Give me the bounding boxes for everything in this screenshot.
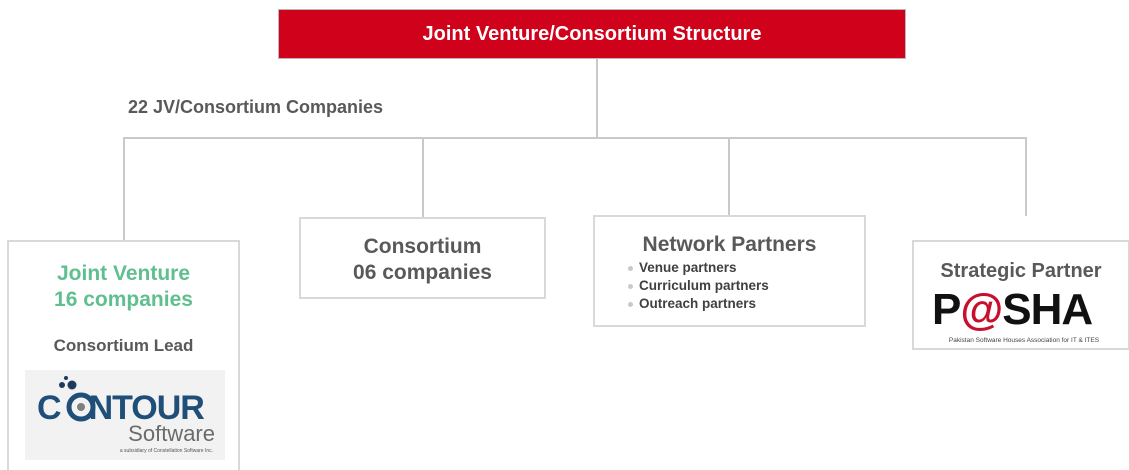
contour-logo-software: Software [128, 421, 215, 446]
contour-software-logo: C NTOUR Software a subsidiary of Constell… [25, 370, 225, 460]
pasha-logo-sha: SHA [1002, 285, 1093, 334]
consortium-title: Consortium [363, 235, 482, 258]
connector-strategic [1025, 137, 1027, 216]
strategic-partner-box: Strategic Partner P@SHA Pakistan Softwar… [912, 240, 1129, 350]
consortium-count: 06 companies [353, 261, 492, 284]
jv-count: 16 companies [54, 288, 193, 311]
pasha-logo-tagline: Pakistan Software Houses Association for… [948, 337, 1100, 344]
contour-logo-tagline: a subsidiary of Constellation Software I… [119, 448, 213, 454]
strategic-title: Strategic Partner [940, 260, 1102, 282]
structure-title-text: Joint Venture/Consortium Structure [422, 22, 762, 45]
network-title: Network Partners [642, 233, 817, 256]
pasha-logo-p: P [932, 285, 961, 334]
connector-jv [123, 137, 125, 241]
pasha-logo: P@SHA Pakistan Software Houses Associati… [928, 286, 1120, 346]
connector-network [728, 137, 730, 216]
contour-logo-ntour: NTOUR [88, 389, 205, 427]
structure-title: Joint Venture/Consortium Structure [278, 9, 906, 59]
network-item-outreach: Outreach partners [595, 295, 864, 313]
network-partners-box: Network Partners Venue partners Curricul… [593, 215, 866, 327]
network-item-venue: Venue partners [595, 259, 864, 277]
connector-trunk [596, 59, 598, 138]
contour-logo-c: C [37, 389, 62, 427]
network-item-curriculum: Curriculum partners [595, 277, 864, 295]
contour-dots-icon [59, 376, 96, 422]
jv-title: Joint Venture [56, 262, 191, 285]
consortium-lead-label: Consortium Lead [53, 336, 194, 355]
companies-summary: 22 JV/Consortium Companies [128, 97, 384, 117]
network-partner-list: Venue partners Curriculum partners Outre… [595, 259, 864, 313]
connector-horizontal [123, 137, 1027, 139]
pasha-logo-at: @ [960, 285, 1003, 334]
connector-consortium [422, 137, 424, 217]
consortium-box: Consortium 06 companies [299, 217, 546, 299]
joint-venture-box: Joint Venture 16 companies Consortium Le… [7, 240, 240, 470]
